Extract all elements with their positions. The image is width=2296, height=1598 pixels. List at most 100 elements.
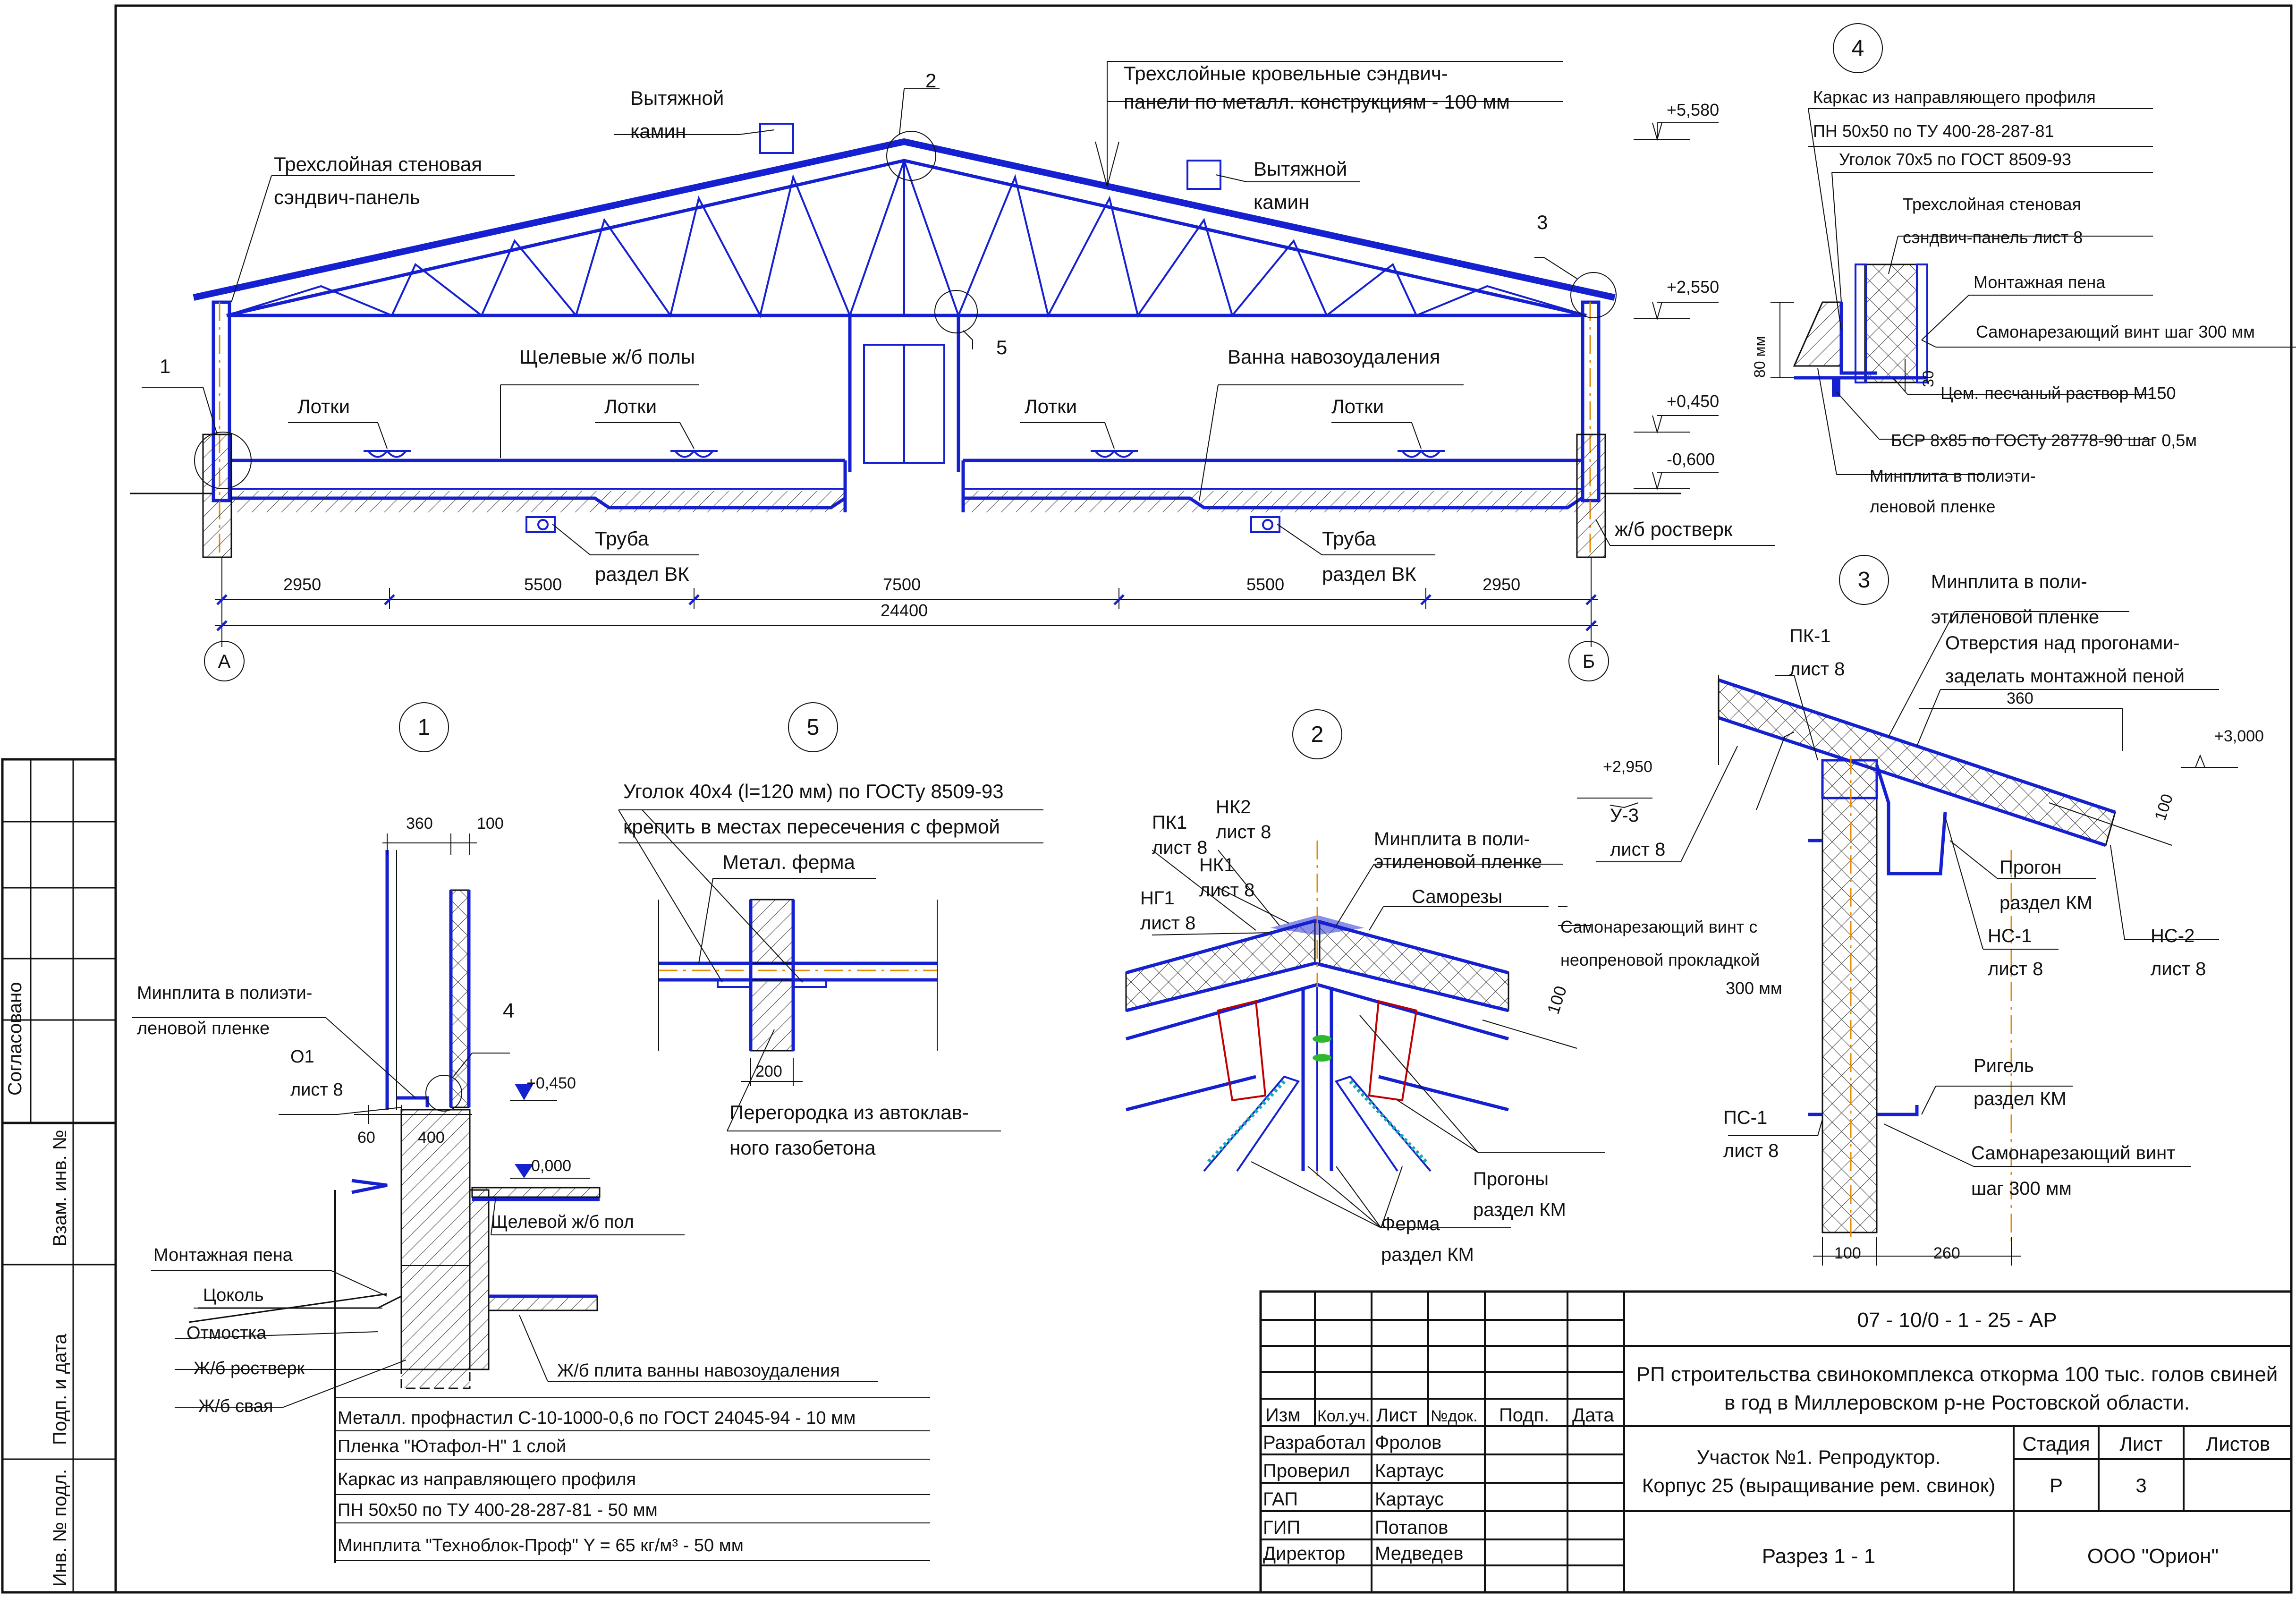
detail2-minplita-a: Минплита в поли- <box>1374 829 1530 850</box>
detail1-slab: Ж/б плита ванны навозоудаления <box>557 1361 840 1381</box>
dim-2950-left: 2950 <box>283 575 321 594</box>
detail2-self-screw-a: Самонарезающий винт с <box>1560 917 1757 936</box>
pipe-right <box>1250 516 1280 533</box>
detail2-minplita-b: этиленовой пленке <box>1374 851 1542 872</box>
label-manure-bath: Ванна навозоудаления <box>1228 346 1440 368</box>
label-pipe-1b: раздел ВК <box>595 563 689 585</box>
detail-2: 2 <box>1125 709 1782 1265</box>
label-grillage: ж/б ростверк <box>1615 518 1733 540</box>
callout-circle-3 <box>1570 272 1617 318</box>
role-3: ГАП <box>1263 1489 1298 1510</box>
detail1-blind-area: Отмостка <box>186 1323 267 1343</box>
detail1-dim-100: 100 <box>477 815 504 833</box>
role-2: Проверил <box>1263 1461 1350 1481</box>
detail4-line-6: Монтажная пена <box>1974 272 2106 292</box>
detail3-level-3000: +3,000 <box>2214 727 2264 745</box>
name-5: Медведев <box>1375 1543 1463 1564</box>
detail3-rigel-b: раздел КМ <box>1974 1088 2067 1109</box>
detail2-truss-b: раздел КМ <box>1381 1244 1474 1265</box>
detail5-title: 5 <box>807 715 820 740</box>
detail1-level-450: +0,450 <box>526 1074 576 1092</box>
detail1-callout-4: 4 <box>503 999 514 1022</box>
detail5-partition-2: ного газобетона <box>729 1137 876 1159</box>
sheet-header: Лист <box>2119 1433 2162 1455</box>
detail1-spec-4: ПН 50х50 по ТУ 400-28-287-81 - 50 мм <box>338 1500 658 1520</box>
label-exhaust-1a: Вытяжной <box>630 87 724 109</box>
dim-2950-right: 2950 <box>1483 575 1520 594</box>
detail2-pk1a: ПК1 <box>1152 812 1187 833</box>
roof-bottom-chord <box>226 159 1587 317</box>
hdr-podp: Подп. <box>1499 1405 1549 1426</box>
exhaust-chimney-right <box>1186 160 1221 190</box>
detail2-nk1b: лист 8 <box>1199 880 1254 901</box>
side-podp: Подп. и дата <box>50 1334 70 1445</box>
detail2-self-screw-b: неопреновой прокладкой <box>1560 950 1760 969</box>
role-5: Директор <box>1263 1543 1345 1564</box>
detail1-spec-3: Каркас из направляющего профиля <box>338 1470 636 1489</box>
detail1-o1b: лист 8 <box>290 1080 343 1100</box>
dim-total: 24400 <box>881 601 928 620</box>
title-block: 07 - 10/0 - 1 - 25 - АР РП строительства… <box>1259 1290 2293 1594</box>
detail1-dim-360: 360 <box>406 815 433 833</box>
dim-5500-right: 5500 <box>1246 575 1284 594</box>
truss-webs <box>226 160 1587 318</box>
detail5-angle-1: Уголок 40х4 (l=120 мм) по ГОСТу 8509-93 <box>623 780 1004 802</box>
detail5-angle-2: крепить в местах пересечения с фермой <box>623 816 1000 838</box>
label-tray-2: Лотки <box>604 395 657 417</box>
ground <box>130 434 1681 558</box>
sheets-header: Листов <box>2206 1433 2270 1455</box>
floor-structure <box>230 459 1583 512</box>
detail3-bdim-100: 100 <box>1834 1244 1861 1262</box>
label-wall-panel-1: Трехслойная стеновая <box>274 153 482 175</box>
label-slot-floor: Щелевые ж/б полы <box>519 346 695 368</box>
detail2-nk2a: НК2 <box>1216 797 1251 817</box>
detail4-line-1: Каркас из направляющего профиля <box>1813 87 2096 107</box>
detail2-ng1b: лист 8 <box>1140 913 1195 934</box>
detail3-ps1b: лист 8 <box>1723 1140 1779 1161</box>
exhaust-chimney-left <box>759 123 794 154</box>
detail3-line-1: Минплита в поли- <box>1931 571 2087 592</box>
label-pipe-2b: раздел ВК <box>1322 563 1416 585</box>
hdr-data: Дата <box>1572 1405 1614 1426</box>
name-2: Картаус <box>1375 1461 1444 1481</box>
main-dimensions <box>215 557 1598 647</box>
detail5-truss: Метал. ферма <box>722 851 856 873</box>
sheet-value: 3 <box>2135 1474 2146 1496</box>
label-tray-3: Лотки <box>1025 395 1077 417</box>
label-tray-4: Лотки <box>1331 395 1384 417</box>
detail1-plinth: Цоколь <box>203 1285 264 1305</box>
detail2-nk2b: лист 8 <box>1216 822 1271 842</box>
detail3-ns1b: лист 8 <box>1988 959 2043 979</box>
detail1-grillage: Ж/б ростверк <box>194 1359 305 1378</box>
hdr-kol: Кол.уч. <box>1317 1407 1370 1425</box>
detail3-dim-100: 100 <box>2151 792 2177 823</box>
label-roof-1: Трехслойные кровельные сэндвич- <box>1124 62 1448 85</box>
callout-circle-2 <box>886 131 936 181</box>
dim-5500-left: 5500 <box>524 575 562 594</box>
level-minus-0600: -0,600 <box>1667 450 1715 469</box>
detail3-line-4: заделать монтажной пеной <box>1945 666 2185 687</box>
detail4-line-9: БСР 8х85 по ГОСТу 28778-90 шаг 0,5м <box>1891 431 2197 450</box>
detail3-screw-b: шаг 300 мм <box>1971 1178 2072 1199</box>
detail4-line-11: леновой пленке <box>1870 497 1995 516</box>
axis-b-label: Б <box>1583 651 1595 672</box>
doc-code: 07 - 10/0 - 1 - 25 - АР <box>1857 1309 2057 1332</box>
detail2-ng1a: НГ1 <box>1140 888 1175 909</box>
role-1: Разработал <box>1263 1432 1366 1453</box>
detail2-self-screw-c: 300 мм <box>1726 978 1782 998</box>
callout-circle-1 <box>194 432 252 489</box>
main-leaders <box>142 61 1775 555</box>
detail5-dim-200: 200 <box>755 1062 782 1080</box>
detail-4: 4 80 мм 30 Каркас из направляющего профи… <box>1751 23 2296 516</box>
callout-circle-5 <box>934 290 978 333</box>
main-callout-2: 2 <box>925 69 936 92</box>
hdr-list: Лист <box>1376 1405 1417 1426</box>
level-marks <box>1634 122 1719 491</box>
pipe-left <box>525 516 556 533</box>
detail2-dim-100: 100 <box>1543 984 1571 1017</box>
detail5-partition-1: Перегородка из автоклав- <box>729 1101 969 1123</box>
detail4-line-5: сэндвич-панель лист 8 <box>1903 228 2083 247</box>
section-line-2: Корпус 25 (выращивание рем. свинок) <box>1642 1474 1995 1496</box>
level-5580: +5,580 <box>1667 100 1719 119</box>
